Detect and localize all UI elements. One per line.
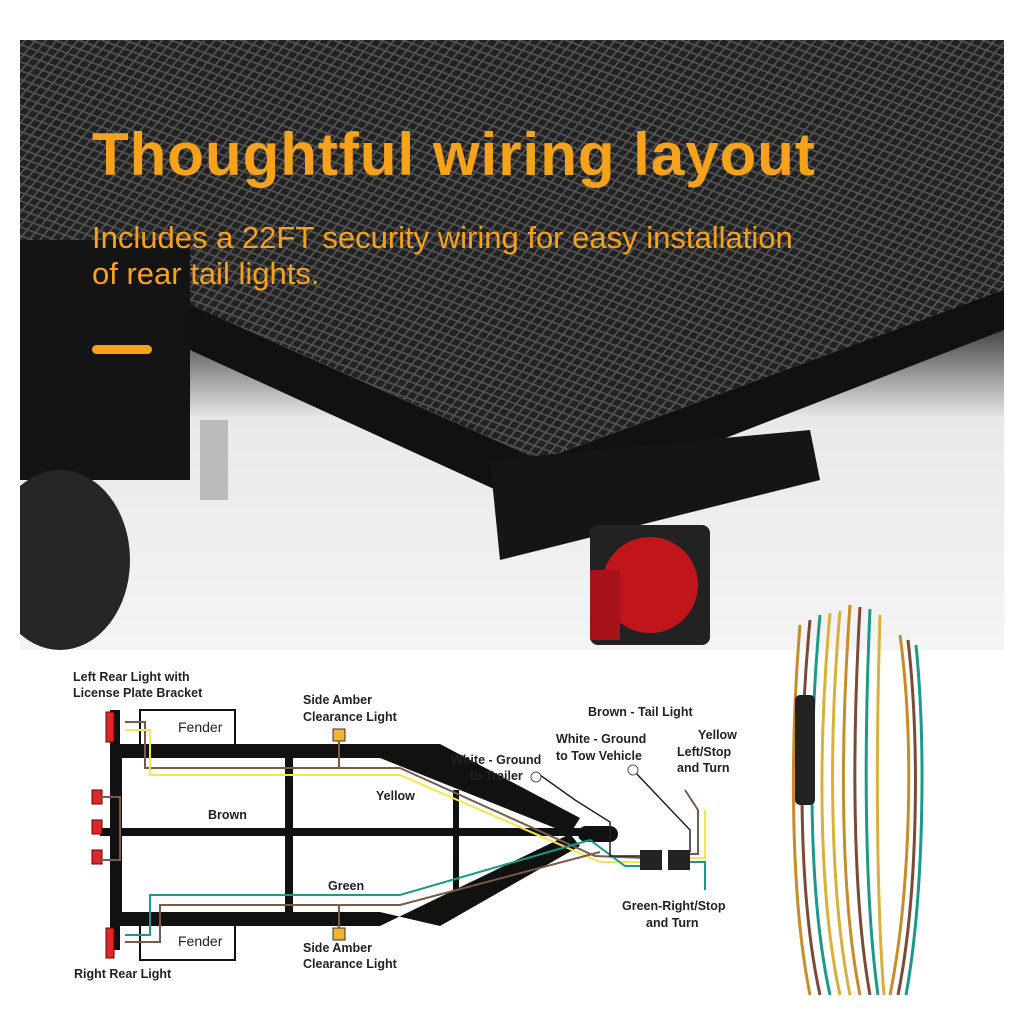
- rear-lights: [91, 711, 115, 959]
- label-green-right-2: and Turn: [646, 916, 699, 930]
- label-left-rear-1: Left Rear Light with: [73, 670, 190, 684]
- wires: [100, 721, 706, 943]
- trailer-frame: [100, 710, 618, 950]
- label-yellow: Yellow: [376, 789, 415, 803]
- subtitle-line-1: Includes a 22FT security wiring for easy…: [92, 220, 793, 255]
- headline: Thoughtful wiring layout: [92, 121, 816, 188]
- connector-vehicle: [668, 850, 690, 870]
- label-amber-top-1: Side Amber: [303, 693, 372, 707]
- amber-light-top: [332, 728, 346, 742]
- trailer-illustration: [20, 40, 1004, 650]
- label-white-tow-2: to Tow Vehicle: [556, 749, 642, 763]
- label-white-trailer-1: White - Ground: [451, 753, 541, 767]
- label-amber-bottom-1: Side Amber: [303, 941, 372, 955]
- ground-ring-vehicle: [627, 764, 639, 776]
- subtitle-line-2: of rear tail lights.: [92, 256, 320, 291]
- label-green: Green: [328, 879, 364, 893]
- ground-ring-trailer: [530, 771, 542, 783]
- wire-coil: [791, 604, 924, 996]
- accent-bar: [92, 345, 152, 354]
- subtitle: Includes a 22FT security wiring for easy…: [92, 220, 972, 292]
- inline-fuse: [795, 695, 815, 805]
- label-amber-top-2: Clearance Light: [303, 710, 398, 724]
- label-green-right-1: Green-Right/Stop: [622, 899, 726, 913]
- label-amber-bottom-2: Clearance Light: [303, 957, 398, 971]
- fender-top: [139, 709, 236, 746]
- label-brown: Brown: [208, 808, 247, 822]
- label-white-tow-1: White - Ground: [556, 732, 646, 746]
- connector-trailer: [640, 850, 662, 870]
- fender-bottom-label: Fender: [178, 933, 223, 949]
- label-yellow-left-2: Left/Stop: [677, 745, 732, 759]
- fender-top-label: Fender: [178, 719, 223, 735]
- label-yellow-left-1: Yellow: [698, 728, 737, 742]
- amber-light-bottom: [332, 927, 346, 941]
- label-yellow-left-3: and Turn: [677, 761, 730, 775]
- label-right-rear: Right Rear Light: [74, 967, 172, 981]
- label-left-rear-2: License Plate Bracket: [73, 686, 203, 700]
- trailer-photo: [20, 40, 1004, 650]
- label-brown-tail: Brown - Tail Light: [588, 705, 693, 719]
- label-white-trailer-2: to Trailer: [470, 769, 523, 783]
- wiring-diagram: Fender Fender Left Rear Light with Licen…: [73, 670, 737, 981]
